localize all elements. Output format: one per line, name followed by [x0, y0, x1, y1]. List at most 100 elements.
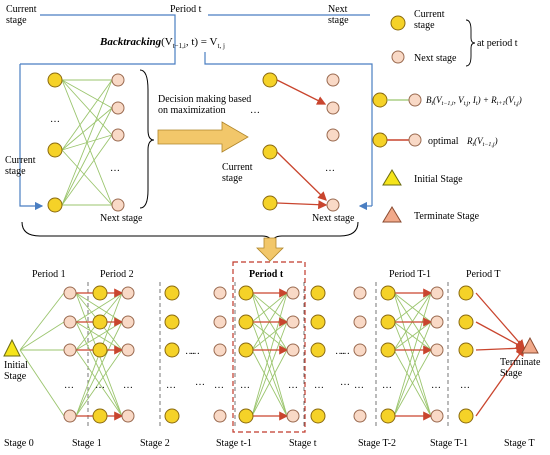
stage-label-T: Stage T: [504, 438, 535, 449]
next-stage-node: [111, 73, 125, 87]
legend-optimal-formula: Rt(Vt−1,j): [466, 136, 498, 148]
backtracking-formula: Backtracking(Vt−1,i, t) = Vt, j: [99, 36, 225, 50]
next-stage-node: [430, 409, 444, 423]
decision-edge: [61, 79, 113, 206]
ellipsis-text: …: [214, 380, 224, 391]
current-stage-node: [92, 285, 108, 301]
decision-edge: [251, 321, 288, 351]
current-stage-node: [458, 314, 474, 330]
current-stage-node: [164, 408, 180, 424]
next-stage-node: [430, 286, 444, 300]
optimal-edge: [276, 79, 327, 105]
next-stage-node: [326, 198, 340, 212]
group-brace: [139, 69, 155, 209]
next-stage-node: [63, 315, 77, 329]
optimal-edge: [475, 343, 526, 353]
stage-label-2: Stage 2: [140, 438, 170, 449]
ellipsis-text: …: [240, 380, 250, 391]
next-stage-node: [353, 409, 367, 423]
ellipsis-text: …: [185, 346, 195, 357]
current-stage-node: [380, 314, 396, 330]
next-stage-node: [63, 286, 77, 300]
decision-edge: [251, 292, 288, 417]
decision-edge: [61, 107, 113, 206]
period-label-2: Period 2: [100, 269, 134, 280]
decision-edge: [75, 349, 123, 417]
current-stage-node: [380, 342, 396, 358]
current-stage-node: [458, 342, 474, 358]
next-stage-node: [326, 101, 340, 115]
stage-label-T-1: Stage T-1: [430, 438, 468, 449]
next-stage-node: [121, 286, 135, 300]
decision-edge: [393, 321, 432, 417]
stage-label-1: Stage 1: [72, 438, 102, 449]
period-label-T: Period T: [466, 269, 501, 280]
left-ellipsis-a: …: [50, 114, 60, 125]
decision-edge: [19, 349, 65, 417]
next-stage-node: [326, 73, 340, 87]
bottom-initial-triangle: [3, 338, 21, 357]
decision-edge: [393, 292, 432, 323]
next-stage-node: [213, 315, 227, 329]
left-bipartite-graph: [47, 72, 125, 213]
decision-edge: [61, 79, 113, 136]
legend-optimal-label: optimal: [428, 136, 459, 147]
bottom-brace: [21, 221, 359, 245]
ellipsis-text: …: [335, 346, 345, 357]
decision-edge: [61, 149, 113, 206]
next-stage-node: [286, 409, 300, 423]
optimal-edge: [276, 151, 327, 201]
optimal-edge: [475, 321, 526, 349]
next-stage-node: [286, 343, 300, 357]
legend-initial-stage: Initial Stage: [414, 174, 463, 185]
legend-optimal-next-node: [408, 133, 422, 147]
next-stage-node: [430, 315, 444, 329]
decision-edge: [61, 79, 113, 151]
left-next-stage-label: Next stage: [100, 213, 143, 224]
stage-label-t-1: Stage t-1: [216, 438, 252, 449]
legend-optimal-current-node: [372, 132, 388, 148]
ellipsis-text: …: [123, 380, 133, 391]
ellipsis-text: …: [382, 380, 392, 391]
current-stage-node: [262, 72, 278, 88]
next-stage-node: [111, 128, 125, 142]
decision-edge: [75, 321, 123, 417]
current-stage-node: [310, 285, 326, 301]
decision-edge: [19, 292, 65, 351]
bottom-network: ………………………………………………: [19, 285, 526, 424]
current-stage-node: [238, 285, 254, 301]
optimal-edge: [475, 292, 525, 349]
current-stage-node: [458, 408, 474, 424]
current-stage-node: [458, 285, 474, 301]
ellipsis-text: …: [460, 380, 470, 391]
current-stage-node: [380, 285, 396, 301]
current-stage-node: [238, 408, 254, 424]
current-stage-node: [262, 195, 278, 211]
stage-label-T-2: Stage T-2: [358, 438, 396, 449]
ellipsis-text: …: [340, 346, 350, 357]
bottom-terminate-triangle: [521, 336, 539, 354]
next-stage-node: [111, 198, 125, 212]
right-next-stage-label: Next stage: [312, 213, 355, 224]
right-optimized-graph: [262, 72, 340, 212]
ellipsis-text: …: [288, 380, 298, 391]
current-stage-node: [238, 342, 254, 358]
ellipsis-text: …: [354, 380, 364, 391]
next-stage-node: [353, 286, 367, 300]
period-t-highlight-box: [232, 261, 306, 433]
current-stage-node: [310, 314, 326, 330]
decision-edge: [393, 349, 432, 417]
ellipsis-text: …: [95, 380, 105, 391]
next-stage-node: [213, 409, 227, 423]
optimal-edge: [475, 346, 525, 417]
current-stage-node: [164, 285, 180, 301]
legend-next-node: [391, 50, 405, 64]
backtracking-frame: [19, 14, 373, 211]
legend-next-stage: Next stage: [414, 53, 457, 64]
